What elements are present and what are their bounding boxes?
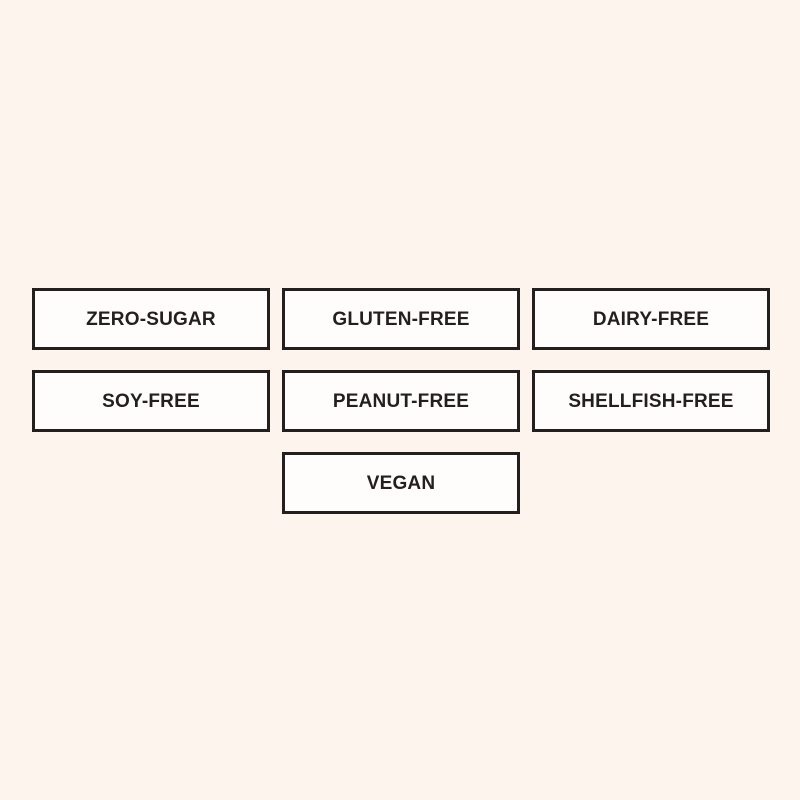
badge-label: DAIRY-FREE xyxy=(592,308,710,330)
badge-label: SHELLFISH-FREE xyxy=(568,390,734,412)
badge-label: PEANUT-FREE xyxy=(332,390,470,412)
badge-label: GLUTEN-FREE xyxy=(332,308,470,330)
badge-peanut-free[interactable]: PEANUT-FREE xyxy=(282,370,520,432)
badge-vegan[interactable]: VEGAN xyxy=(282,452,520,514)
badge-gluten-free[interactable]: GLUTEN-FREE xyxy=(282,288,520,350)
badge-label: SOY-FREE xyxy=(102,390,200,412)
badge-zero-sugar[interactable]: ZERO-SUGAR xyxy=(32,288,270,350)
badge-row: VEGAN xyxy=(31,452,771,514)
badge-dairy-free[interactable]: DAIRY-FREE xyxy=(532,288,770,350)
badge-shellfish-free[interactable]: SHELLFISH-FREE xyxy=(532,370,770,432)
badge-soy-free[interactable]: SOY-FREE xyxy=(32,370,270,432)
badge-row: SOY-FREE PEANUT-FREE SHELLFISH-FREE xyxy=(31,370,771,432)
badge-label: VEGAN xyxy=(366,472,436,494)
dietary-badge-grid: ZERO-SUGAR GLUTEN-FREE DAIRY-FREE SOY-FR… xyxy=(31,288,771,514)
badge-row: ZERO-SUGAR GLUTEN-FREE DAIRY-FREE xyxy=(31,288,771,350)
badge-label: ZERO-SUGAR xyxy=(86,308,216,330)
